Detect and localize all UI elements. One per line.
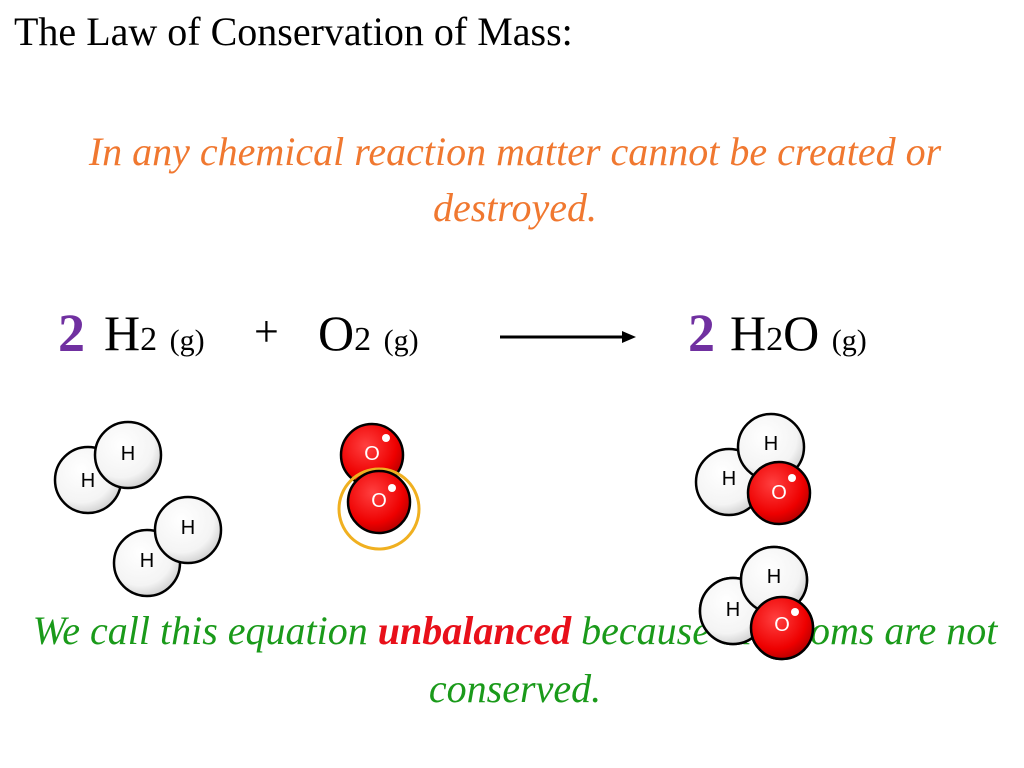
h2-molecule-2: H H	[112, 495, 223, 598]
h2o-state: (g)	[831, 324, 867, 357]
coefficient-h2: 2	[58, 303, 85, 363]
h2-molecule-1: H H	[53, 420, 163, 515]
chemical-equation: 2 H2 (g) + O2 (g) 2 H2O (g)	[58, 303, 867, 363]
h2-subscript: 2	[140, 321, 158, 358]
svg-text:O: O	[771, 482, 787, 504]
h2o-formula: H2O (g)	[730, 308, 867, 358]
svg-text:H: H	[81, 470, 95, 492]
o2-molecule: O O	[337, 422, 421, 551]
h2o-subscript: 2	[766, 321, 784, 358]
oxygen-atom: O	[746, 460, 812, 526]
h2o-h-symbol: H	[730, 305, 767, 361]
svg-text:H: H	[726, 599, 740, 621]
svg-text:H: H	[121, 443, 135, 465]
reaction-arrow-icon	[500, 331, 636, 343]
svg-text:H: H	[722, 468, 736, 490]
o2-symbol: O	[318, 305, 355, 361]
highlight-ring	[337, 467, 421, 551]
law-statement: In any chemical reaction matter cannot b…	[88, 129, 942, 230]
h2o-o-symbol: O	[783, 305, 820, 361]
unbalanced-highlight: unbalanced	[377, 608, 572, 653]
h2o-molecule-1: H H O	[694, 412, 812, 526]
plus-sign: +	[254, 307, 279, 356]
o2-state: (g)	[383, 324, 419, 357]
slide-title: The Law of Conservation of Mass:	[14, 9, 573, 54]
svg-text:O: O	[774, 614, 790, 636]
coefficient-h2o: 2	[688, 303, 715, 363]
svg-text:H: H	[767, 566, 781, 588]
svg-text:H: H	[181, 517, 195, 539]
svg-text:O: O	[364, 443, 380, 465]
oxygen-atom: O	[346, 469, 412, 535]
oxygen-atom: O	[749, 595, 815, 661]
h2-state: (g)	[169, 324, 205, 357]
svg-text:H: H	[764, 433, 778, 455]
conclusion-before: We call this equation	[32, 608, 378, 653]
h2-formula: H2 (g)	[104, 308, 205, 358]
svg-text:H: H	[140, 550, 154, 572]
svg-text:O: O	[371, 490, 387, 512]
hydrogen-atom: H	[93, 420, 163, 490]
o2-subscript: 2	[354, 321, 372, 358]
hydrogen-atom: H	[153, 495, 223, 565]
h2-symbol: H	[104, 305, 141, 361]
o2-formula: O2 (g)	[318, 308, 419, 358]
